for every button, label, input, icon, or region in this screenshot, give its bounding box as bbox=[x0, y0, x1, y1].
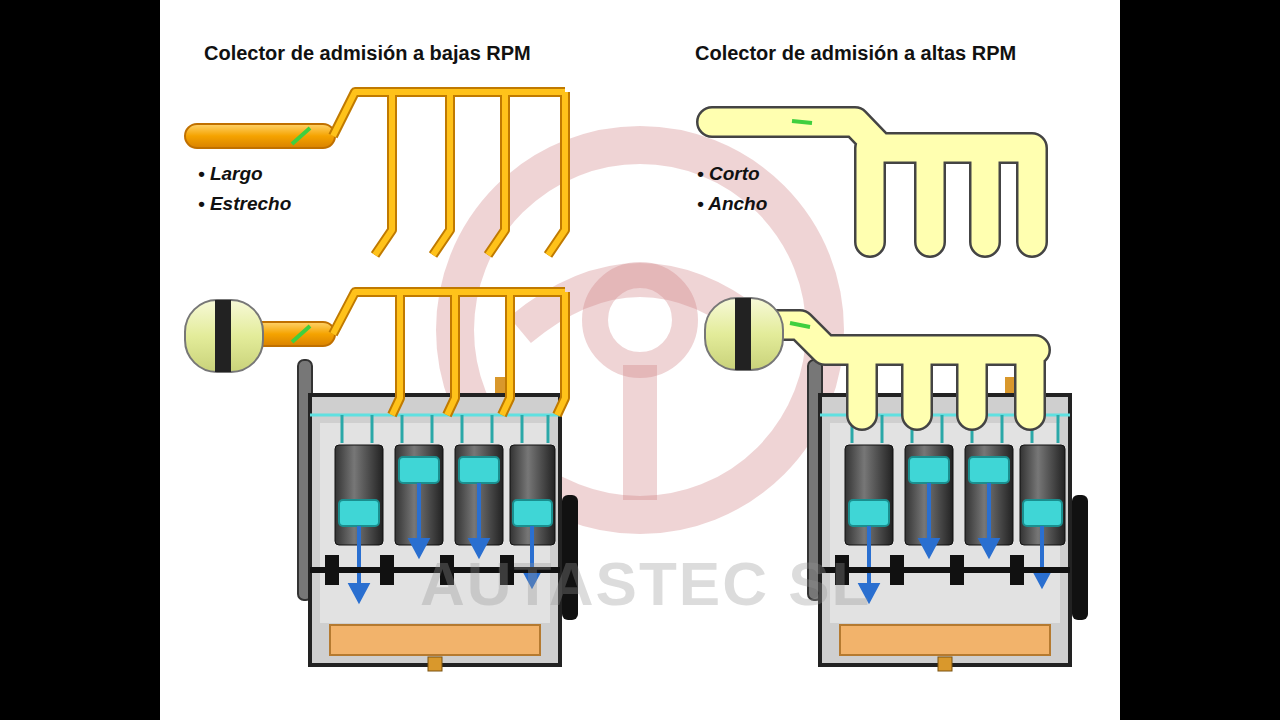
runners-outline bbox=[333, 92, 565, 255]
watermark: AUTASTEC SL bbox=[420, 548, 871, 619]
runners bbox=[333, 292, 565, 415]
runners-outline bbox=[333, 292, 565, 415]
engine-left bbox=[298, 360, 578, 671]
throttle bbox=[292, 326, 310, 342]
air-filter-left bbox=[185, 300, 263, 372]
air-filter-right bbox=[705, 298, 783, 370]
runners bbox=[712, 122, 1032, 242]
intake-tube bbox=[185, 124, 335, 148]
high-rpm-manifold bbox=[712, 121, 1032, 242]
property-bullet: • Ancho bbox=[697, 193, 767, 215]
low-rpm-manifold bbox=[185, 92, 565, 255]
throttle bbox=[790, 323, 810, 327]
heading: Colector de admisión a altas RPM bbox=[695, 42, 1016, 65]
throttle bbox=[292, 128, 310, 144]
property-bullet: • Corto bbox=[697, 163, 760, 185]
runners bbox=[333, 92, 565, 255]
property-bullet: • Estrecho bbox=[198, 193, 291, 215]
property-bullet: • Largo bbox=[198, 163, 263, 185]
heading: Colector de admisión a bajas RPM bbox=[204, 42, 531, 65]
throttle bbox=[792, 121, 812, 123]
runners-outline bbox=[712, 122, 1032, 242]
